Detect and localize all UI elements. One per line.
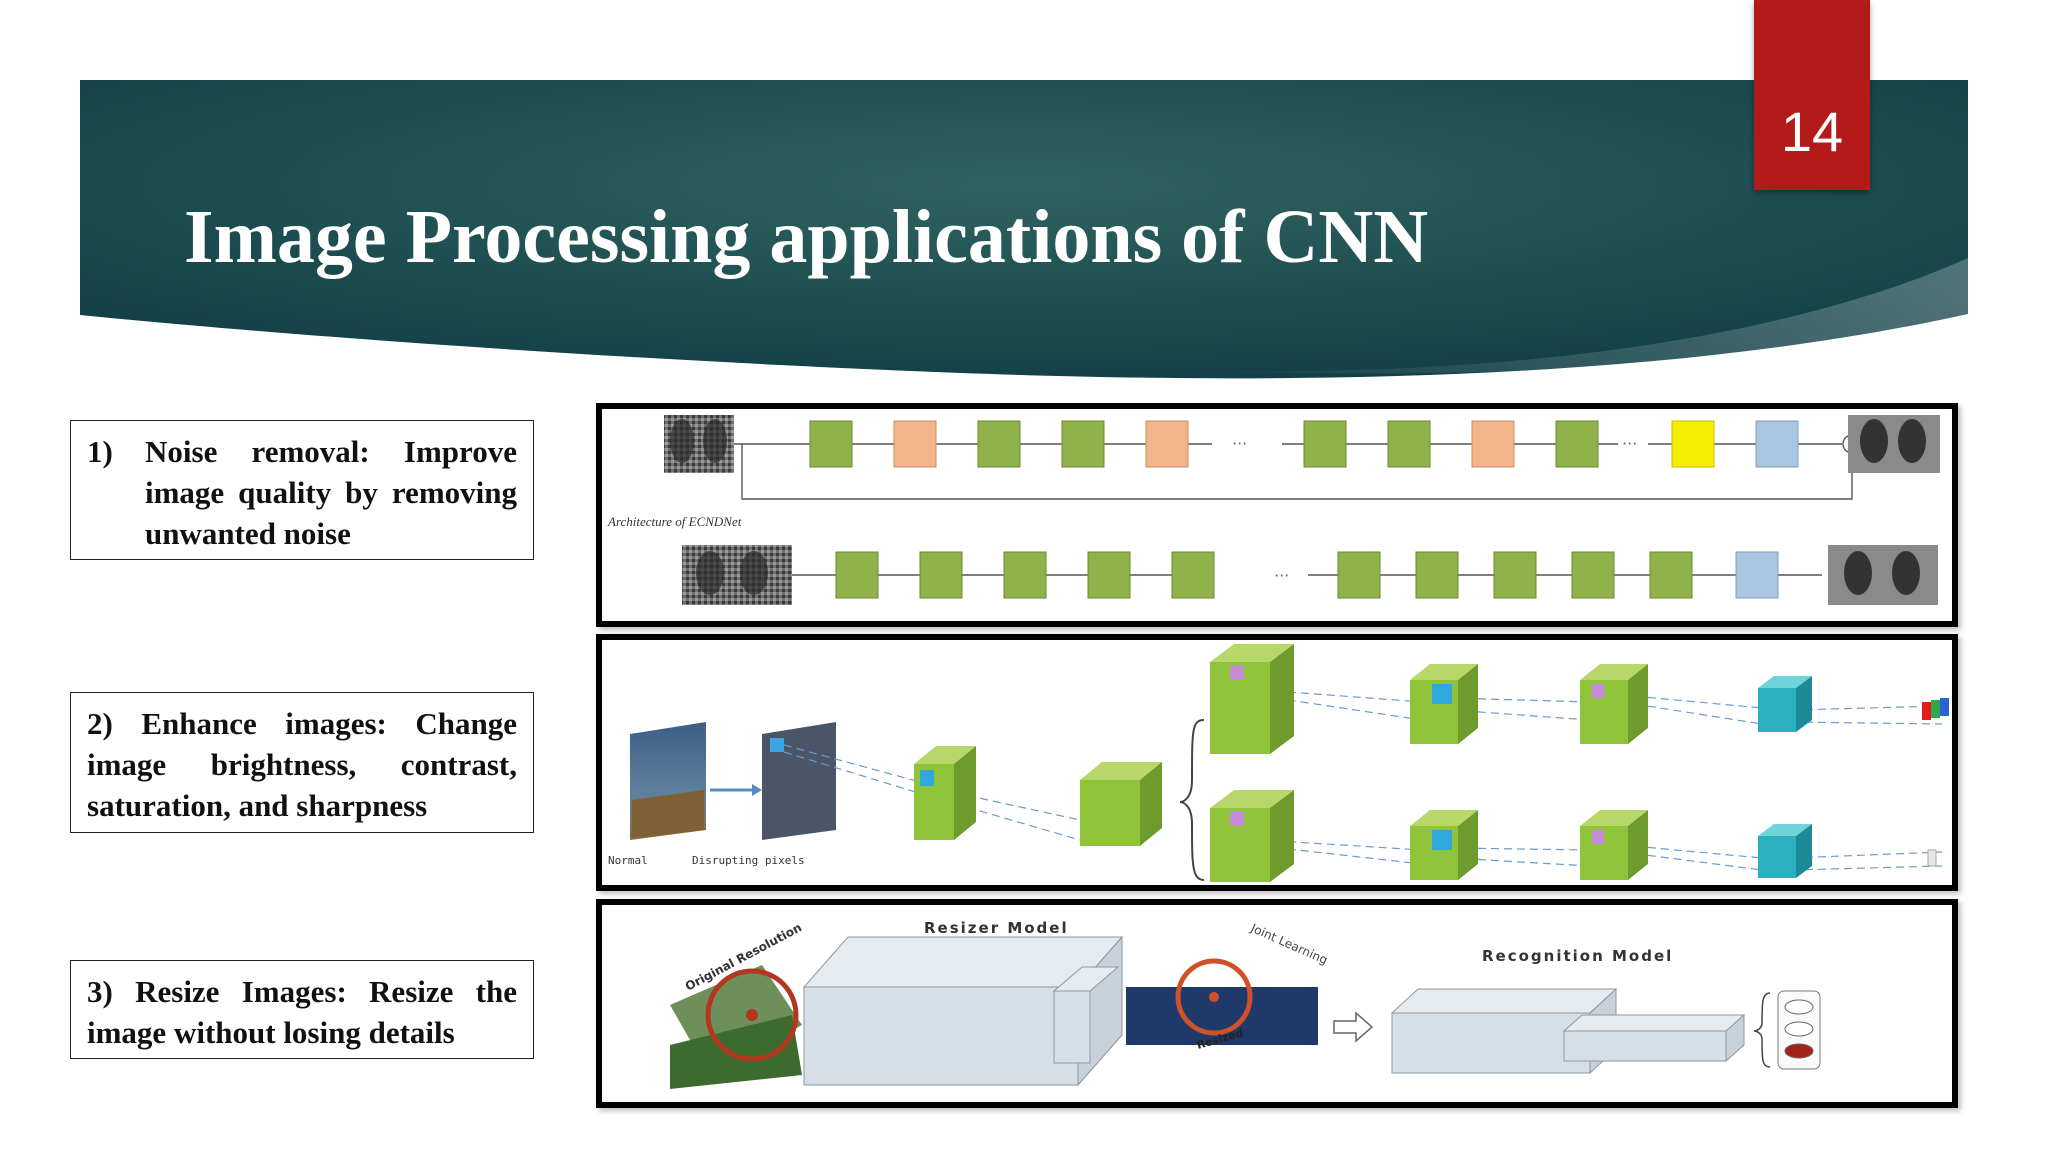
- page-number-badge: 14: [1754, 0, 1870, 190]
- recognition-block-small: [1562, 1013, 1746, 1063]
- conv-block: [1303, 420, 1347, 468]
- output-image-top: [1848, 415, 1940, 473]
- dilated-conv-block: [1471, 420, 1515, 468]
- feature-block: [1080, 762, 1162, 846]
- resize-diagram: Resizer Model Joint Learning Recognition…: [670, 919, 1821, 1089]
- feature-block-upper: [1410, 664, 1478, 744]
- output-vector-color: [1922, 698, 1949, 720]
- enhance-architecture-figure: Normal Disrupting pixels: [596, 634, 1958, 891]
- slide-title: Image Processing applications of CNN: [184, 195, 1429, 279]
- item-noise-removal: 1) Noise removal: Improve image quality …: [70, 420, 534, 560]
- conv-block: [1555, 420, 1599, 468]
- dilated-conv-block: [893, 420, 937, 468]
- original-image: [670, 965, 802, 1089]
- feature-block-upper: [1210, 644, 1294, 754]
- resized-image: [1126, 958, 1318, 1045]
- ellipsis: ···: [1274, 566, 1289, 585]
- denoise-diagram: ··· ··· Architecture of ECNDNet: [607, 415, 1940, 605]
- label-resizer-model: Resizer Model: [924, 919, 1069, 937]
- header-background: [80, 80, 1968, 379]
- enhance-diagram: Normal Disrupting pixels: [608, 644, 1949, 882]
- dilated-conv-block: [1145, 420, 1189, 468]
- feature-block-lower: [1410, 810, 1478, 880]
- conv-block: [1415, 551, 1459, 599]
- output-brace: [1753, 992, 1771, 1068]
- conv-block: [1387, 420, 1431, 468]
- normal-image: [630, 722, 706, 840]
- flow-arrow-outline: [1333, 1011, 1374, 1043]
- page-number: 14: [1780, 100, 1844, 163]
- output-vector-gray: [1927, 849, 1937, 867]
- resizer-block-small: [1052, 966, 1120, 1064]
- ellipsis: ···: [1232, 434, 1247, 453]
- arrow-head: [752, 784, 762, 796]
- conv-block: [1571, 551, 1615, 599]
- conv-block: [1493, 551, 1537, 599]
- feature-block: [914, 746, 976, 840]
- input-image-noisy: [664, 415, 734, 473]
- feature-block-lower: [1758, 824, 1812, 878]
- yellow-block: [1671, 420, 1715, 468]
- branch-brace: [1179, 719, 1205, 881]
- ellipsis: ···: [1622, 434, 1637, 453]
- output-conv-block: [1735, 551, 1779, 599]
- label-recognition-model: Recognition Model: [1482, 947, 1673, 965]
- item-number: 1): [87, 434, 113, 469]
- label-joint-learning: Joint Learning: [1248, 921, 1330, 968]
- conv-block: [1087, 551, 1131, 599]
- item-text: Noise removal: Improve image quality by …: [145, 434, 517, 551]
- item-resize-images: 3) Resize Images: Resize the image witho…: [70, 960, 534, 1059]
- disrupted-image: [762, 722, 836, 840]
- feature-block-lower: [1580, 810, 1648, 880]
- conv-block: [977, 420, 1021, 468]
- recognition-block-large: [1390, 987, 1618, 1075]
- resize-architecture-figure: Resizer Model Joint Learning Recognition…: [596, 899, 1958, 1108]
- output-conv-block: [1755, 420, 1799, 468]
- conv-block: [1003, 551, 1047, 599]
- item-text: 2) Enhance images: Change image brightne…: [87, 706, 517, 823]
- feature-block-upper: [1580, 664, 1648, 744]
- conv-block: [1337, 551, 1381, 599]
- conv-block: [1171, 551, 1215, 599]
- input-image-noisy-2: [682, 545, 792, 605]
- conv-block: [919, 551, 963, 599]
- label-normal: Normal: [608, 854, 648, 867]
- conv-block: [1649, 551, 1693, 599]
- slide-header-band: [80, 80, 1968, 380]
- figure-caption: Architecture of ECNDNet: [607, 514, 742, 529]
- conv-block: [835, 551, 879, 599]
- denoise-architecture-figure: ··· ··· Architecture of ECNDNet: [596, 403, 1958, 627]
- feature-block-upper: [1758, 676, 1812, 732]
- item-enhance-images: 2) Enhance images: Change image brightne…: [70, 692, 534, 833]
- item-text: 3) Resize Images: Resize the image witho…: [87, 974, 517, 1050]
- output-image-bottom: [1828, 545, 1938, 605]
- output-probabilities: [1777, 990, 1821, 1070]
- conv-block: [1061, 420, 1105, 468]
- conv-block: [809, 420, 853, 468]
- label-disrupting: Disrupting pixels: [692, 854, 805, 867]
- feature-block-lower: [1210, 790, 1294, 882]
